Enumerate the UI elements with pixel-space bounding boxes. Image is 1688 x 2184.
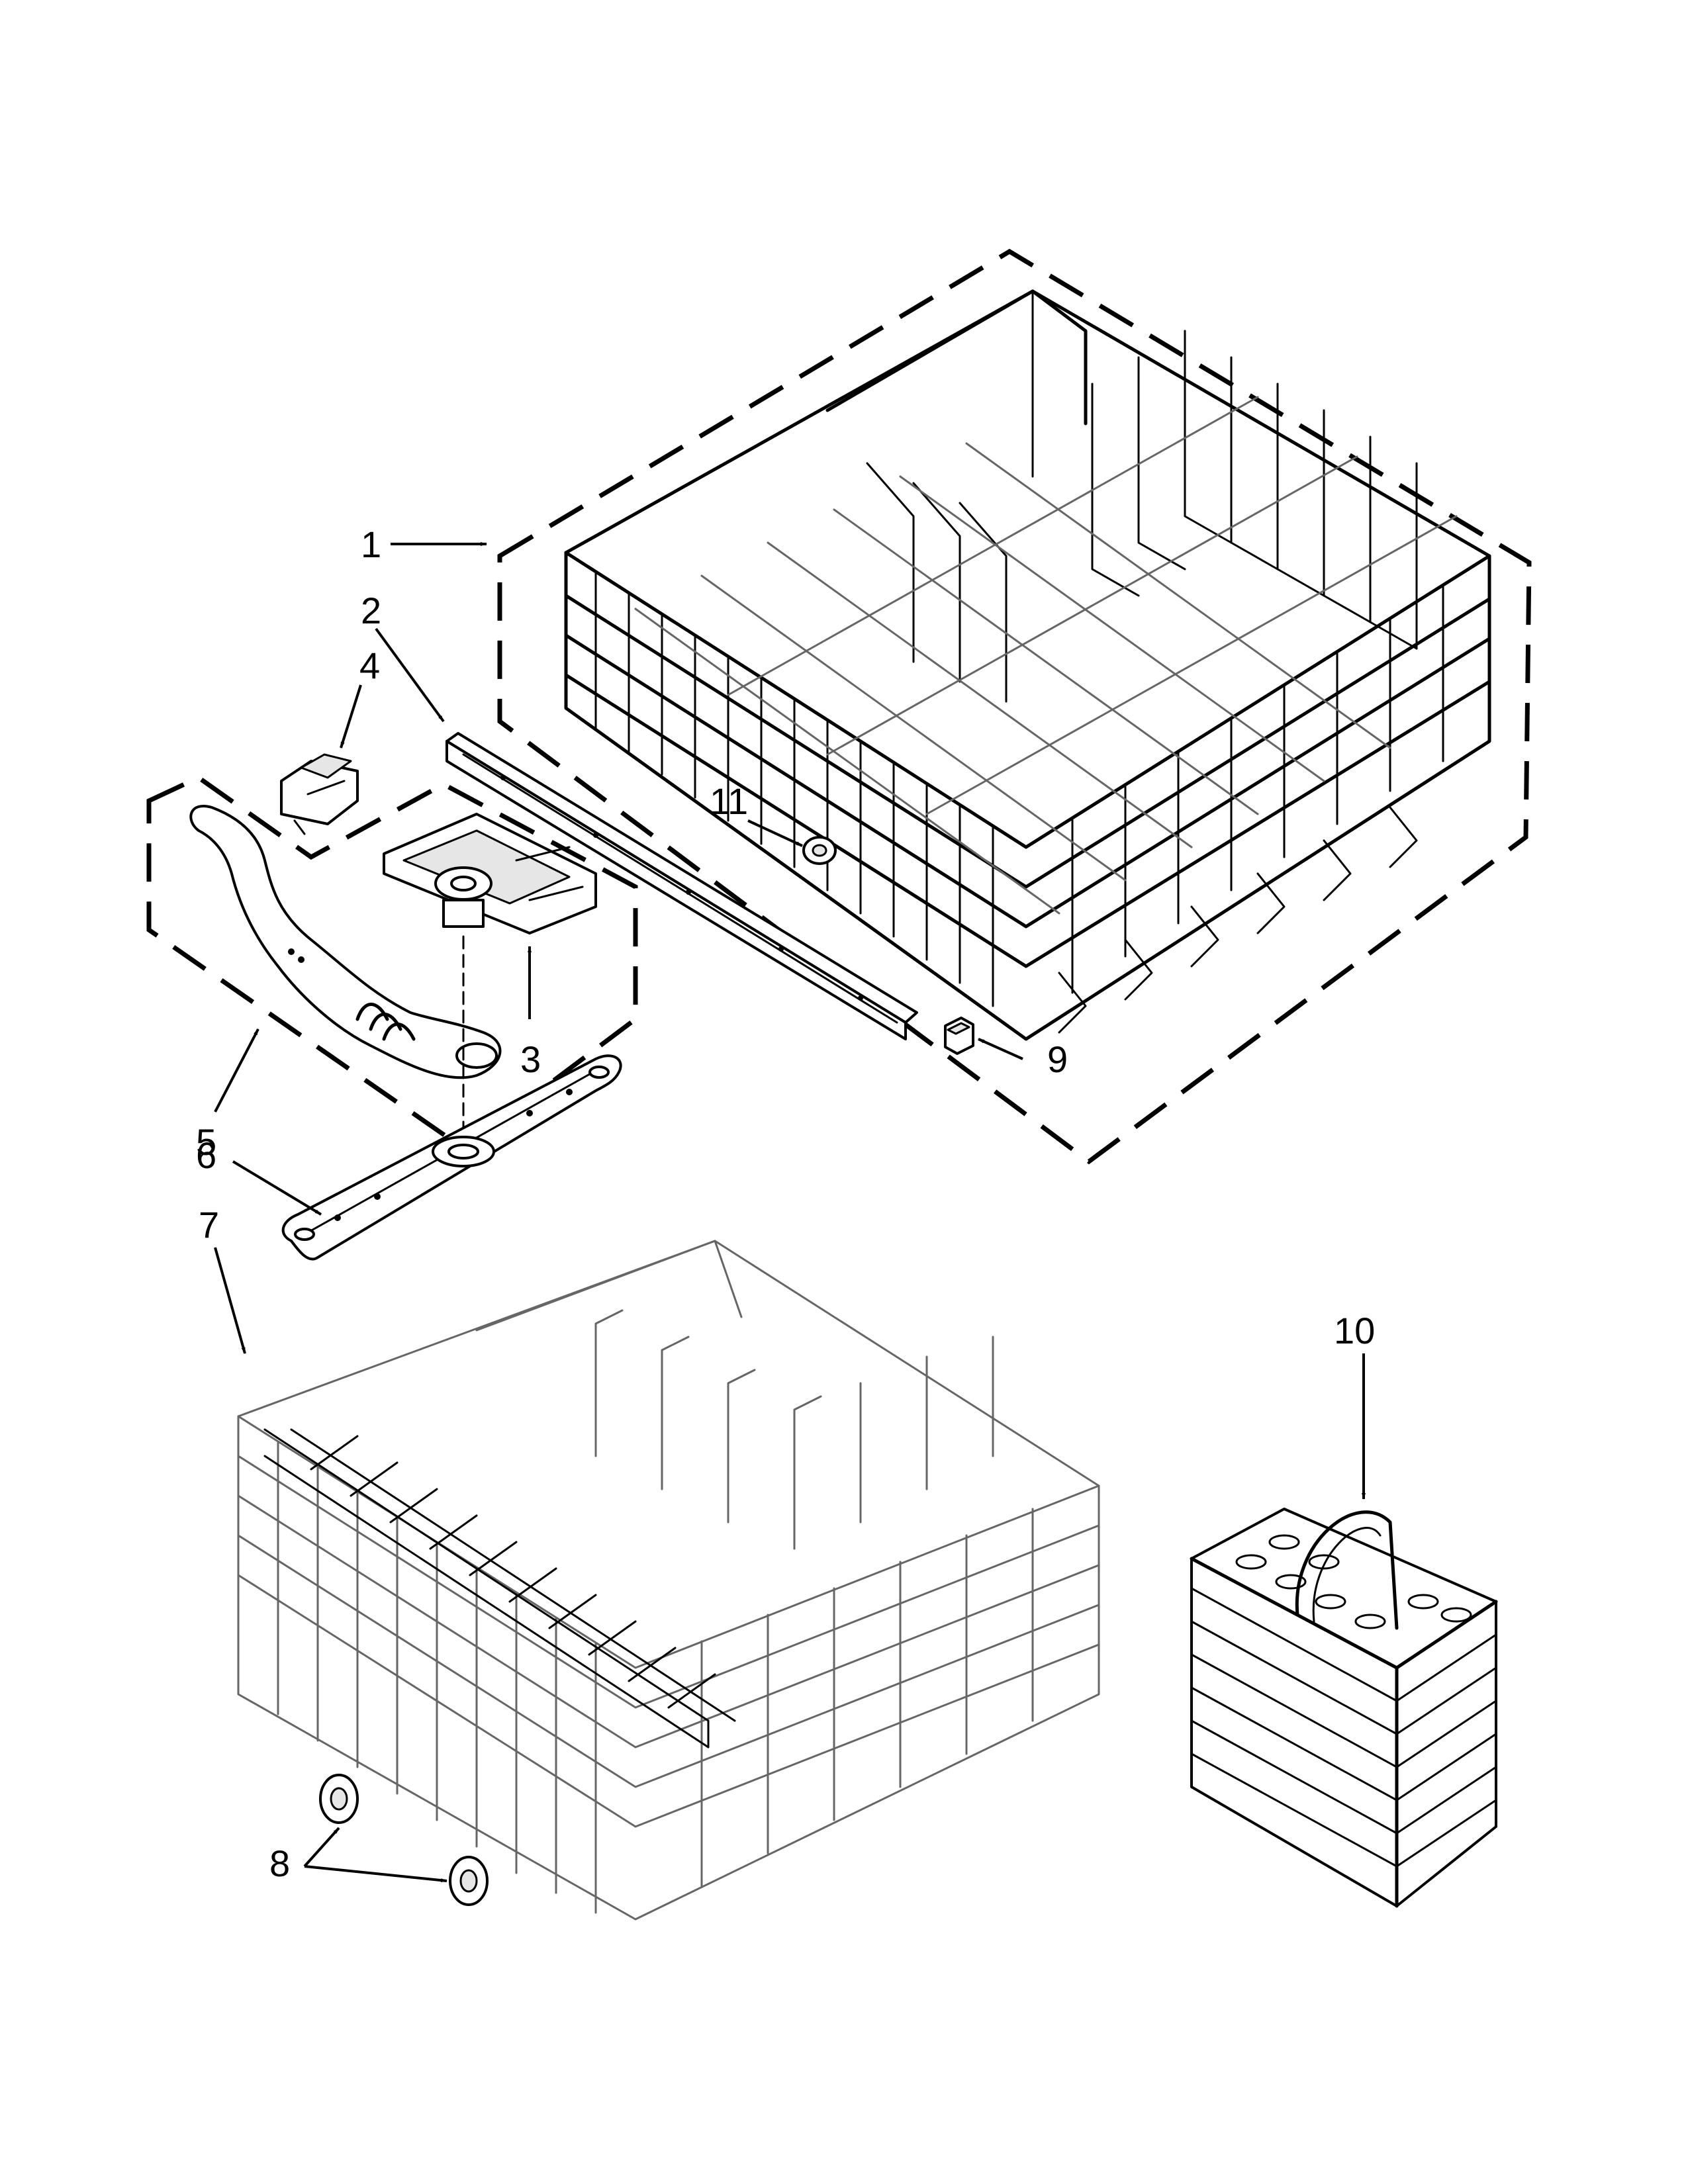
silverware-basket-top-grid (1235, 1534, 1472, 1629)
rail-end-stop (944, 1017, 974, 1055)
callout-8: 8 (269, 1843, 290, 1884)
upper-rack-group (497, 248, 1532, 1165)
lower-rack-inner-tines (594, 1309, 994, 1550)
spray-manifold-group (146, 774, 638, 1152)
upper-rack (564, 289, 1491, 1041)
callout-1: 1 (361, 523, 381, 565)
callout-4: 4 (359, 645, 380, 686)
lower-rack-tines (277, 1441, 1034, 1914)
callout-6: 6 (196, 1134, 216, 1176)
callout-3: 3 (520, 1038, 541, 1080)
rack-rail (445, 732, 918, 1040)
upper-rack-base-grid (634, 396, 1458, 915)
lower-rack-wheel-1 (319, 1774, 359, 1824)
lower-spray-arm (281, 1054, 622, 1261)
upper-rack-divider-tines (866, 330, 1418, 703)
rack-clip (280, 753, 359, 835)
callout-7: 7 (199, 1204, 219, 1246)
silverware-basket (1190, 1508, 1498, 1908)
spray-manifold-dashed-boundary (146, 774, 638, 1152)
spray-manifold (383, 813, 597, 934)
upper-rack-bottom-tines (1058, 806, 1418, 1034)
upper-rack-side-tines (1071, 584, 1444, 994)
callout-5: 5 (196, 1121, 216, 1163)
upper-rack-wheel (802, 836, 837, 865)
upper-rack-dashed-boundary (497, 248, 1532, 1165)
lower-rack-fold-tines (263, 1428, 736, 1749)
callout-10: 10 (1334, 1310, 1375, 1351)
lower-rack-wheel-2 (449, 1856, 489, 1906)
callout-labels: 1 2 3 4 5 6 7 8 9 10 11 (196, 523, 1375, 1884)
callout-9: 9 (1047, 1038, 1068, 1080)
lower-rack (237, 1240, 1100, 1921)
silverware-basket-slats (1190, 1587, 1497, 1868)
callout-11: 11 (710, 780, 748, 822)
leader-lines (214, 542, 1366, 1883)
spray-arm-feed-tube (189, 805, 502, 1079)
callout-2: 2 (361, 590, 381, 631)
